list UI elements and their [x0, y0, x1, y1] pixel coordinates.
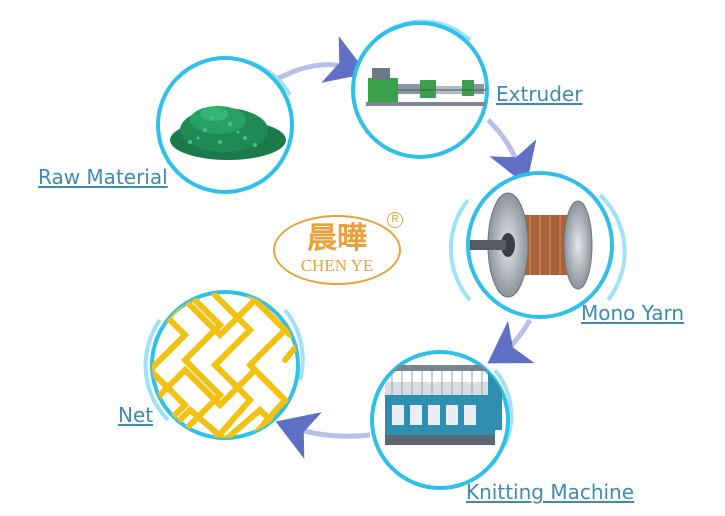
chenye-logo: 晨曄 CHEN YE: [273, 215, 401, 285]
arrow-yarn-to-knitting: [487, 318, 535, 364]
arrow-knitting-to-net: [275, 412, 371, 459]
net-circle: [143, 290, 305, 440]
knitting-machine-label: Knitting Machine: [466, 480, 635, 504]
spool-image: [470, 192, 593, 298]
pellets-image: [170, 106, 286, 160]
mono-yarn-label: Mono Yarn: [581, 301, 685, 325]
extruder-image: [366, 68, 486, 106]
net-image: [152, 292, 298, 438]
arrow-raw-to-extruder: [270, 36, 368, 85]
mono-yarn-circle: [448, 171, 627, 319]
extruder-circle: [351, 19, 489, 159]
raw-material-circle: [156, 56, 294, 194]
net-label: Net: [118, 403, 154, 427]
arrow-extruder-to-yarn: [486, 118, 537, 186]
logo-english-text: CHEN YE: [300, 256, 374, 275]
flow-arrows: [270, 36, 537, 459]
machine-image: [383, 365, 502, 445]
registered-mark-icon: R: [387, 212, 403, 228]
extruder-label: Extruder: [496, 82, 583, 106]
logo-chinese-text: 晨曄: [307, 221, 367, 256]
raw-material-label: Raw Material: [38, 165, 168, 189]
knitting-machine-circle: [370, 350, 514, 490]
